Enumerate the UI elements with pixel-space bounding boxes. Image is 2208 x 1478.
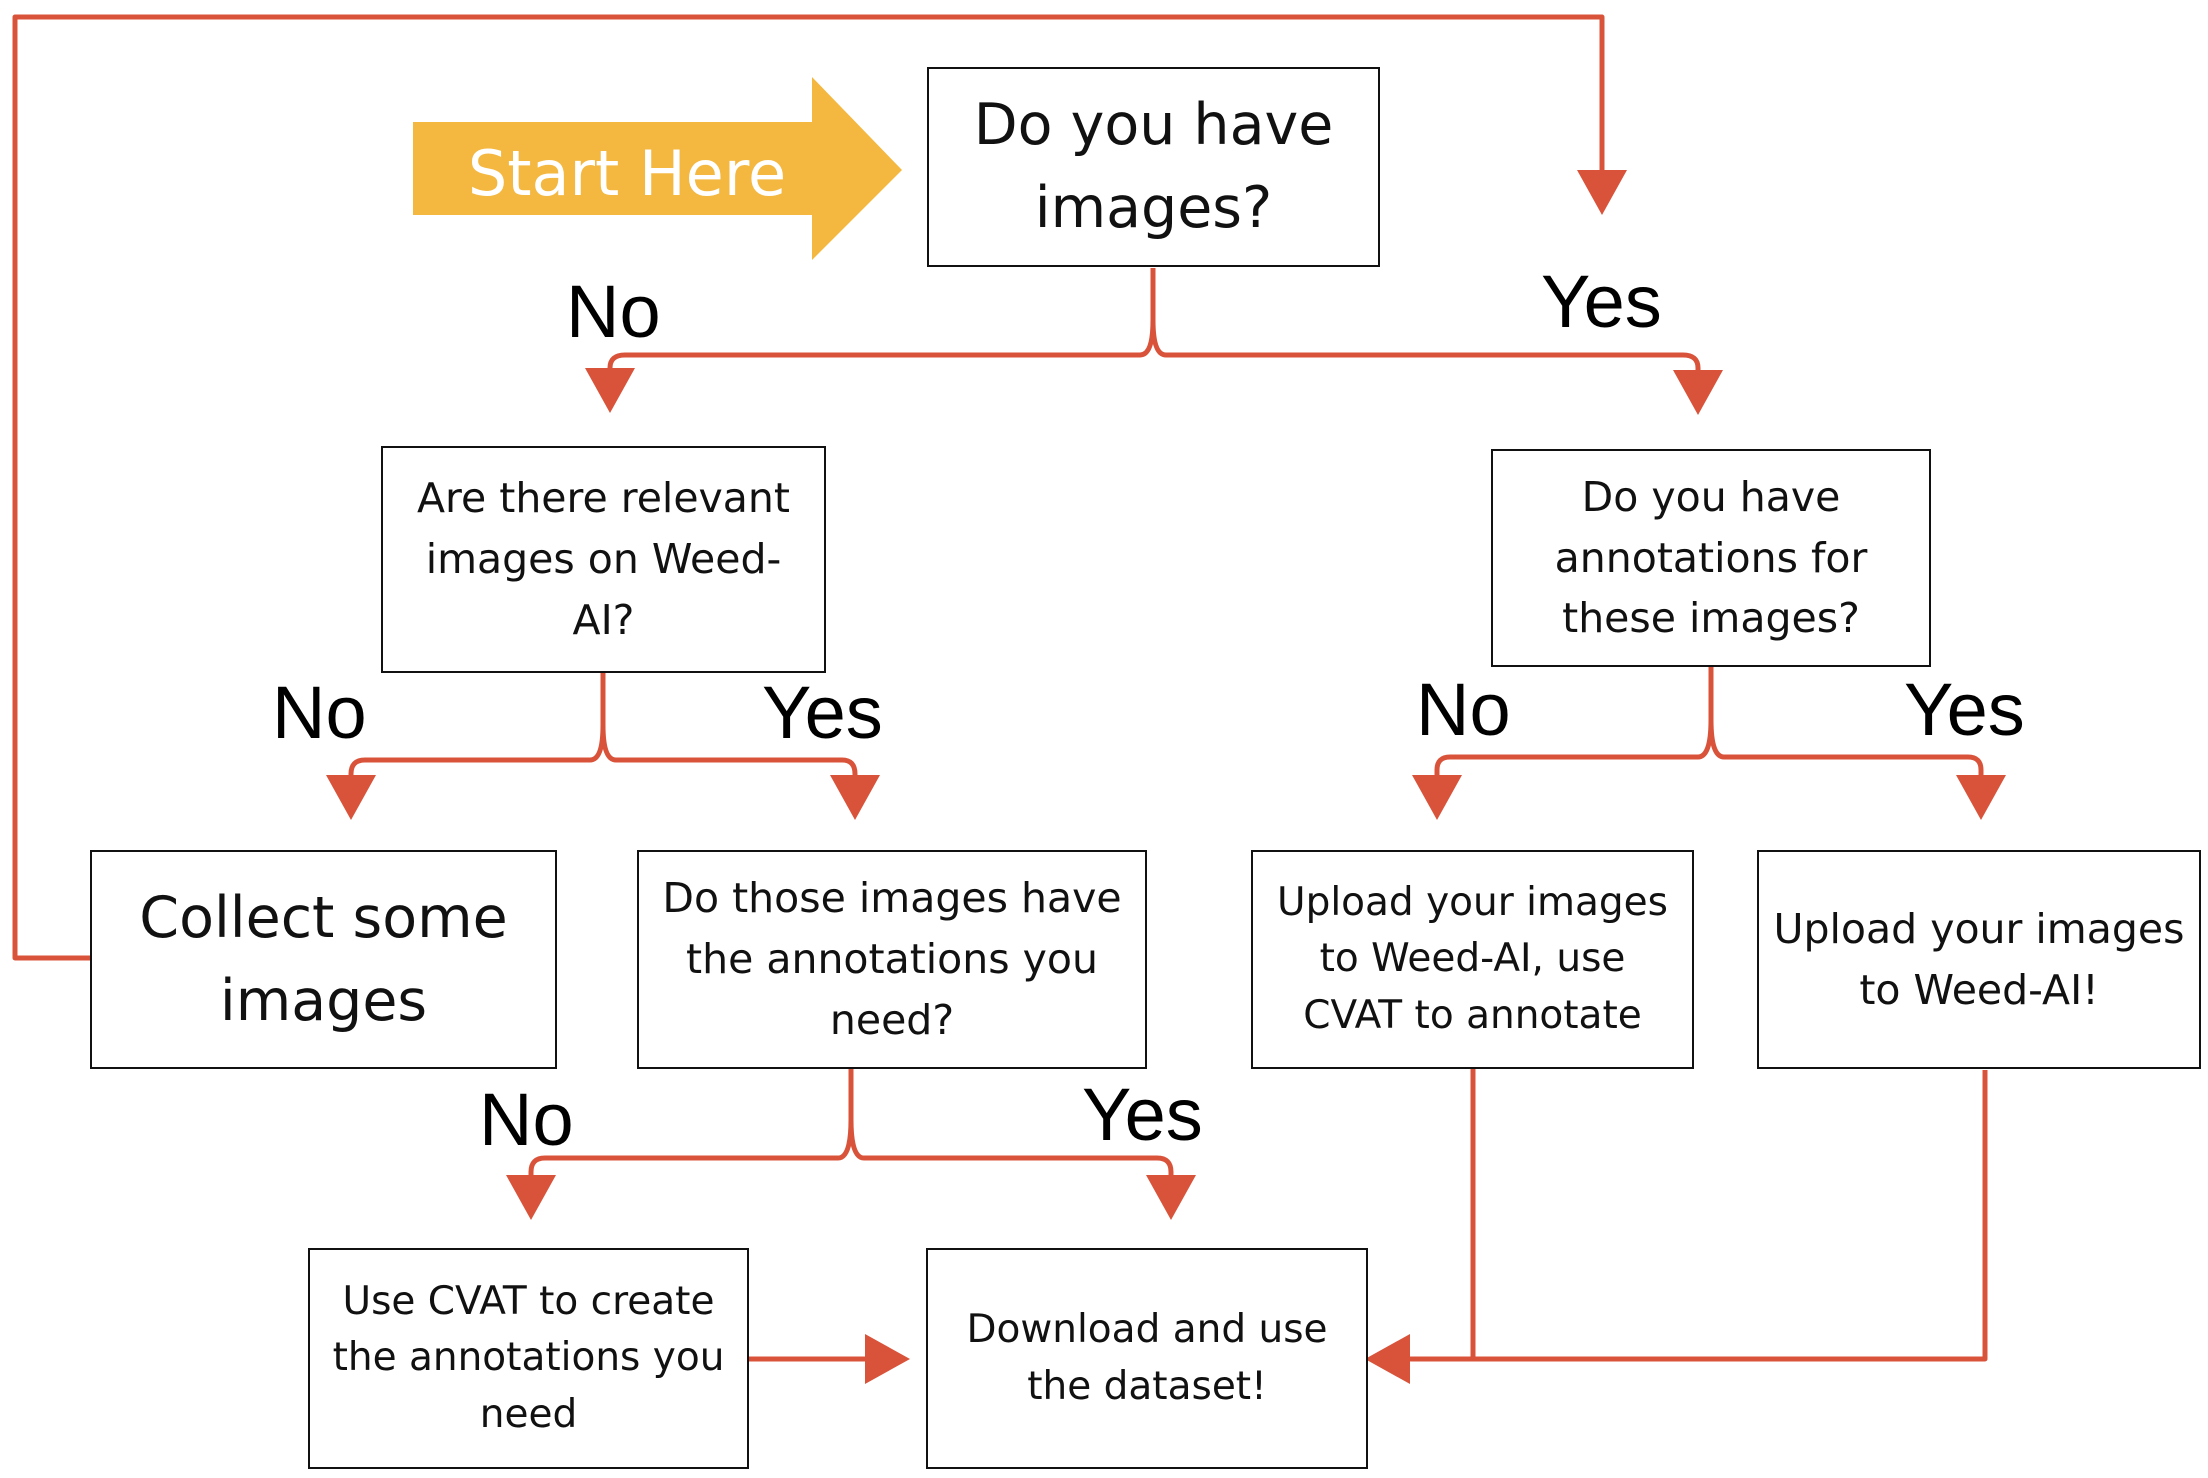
start-here-label: Start Here	[467, 136, 787, 210]
label-no-relevant: No	[272, 671, 367, 754]
label-yes-have-annotations: Yes	[1904, 668, 2025, 751]
node-collect-images: Collect some images	[90, 850, 557, 1069]
node-have-images: Do you have images?	[927, 67, 1380, 267]
label-yes-those-images: Yes	[1082, 1073, 1203, 1156]
brace-relevant	[326, 673, 606, 820]
node-those-images-annotations: Do those images have the annotations you…	[637, 850, 1147, 1069]
label-no-those-images: No	[479, 1078, 574, 1161]
label-yes-have-images: Yes	[1541, 260, 1662, 343]
node-have-annotations: Do you have annotations for these images…	[1491, 449, 1931, 667]
label-no-have-annotations: No	[1416, 668, 1511, 751]
connector-uploads-to-download	[1365, 1070, 1988, 1384]
brace-have-images	[585, 268, 1156, 413]
start-arrow	[413, 77, 902, 260]
node-upload-weedai: Upload your images to Weed-AI!	[1757, 850, 2201, 1069]
loop-back-connector	[12, 14, 1627, 961]
label-no-have-images: No	[566, 270, 661, 353]
node-upload-use-cvat: Upload your images to Weed-AI, use CVAT …	[1251, 850, 1694, 1069]
node-relevant-on-weedai: Are there relevant images on Weed-AI?	[381, 446, 826, 673]
node-use-cvat-create: Use CVAT to create the annotations you n…	[308, 1248, 749, 1469]
brace-those-images	[506, 1068, 854, 1220]
node-download-dataset: Download and use the dataset!	[926, 1248, 1368, 1469]
label-yes-relevant: Yes	[762, 671, 883, 754]
